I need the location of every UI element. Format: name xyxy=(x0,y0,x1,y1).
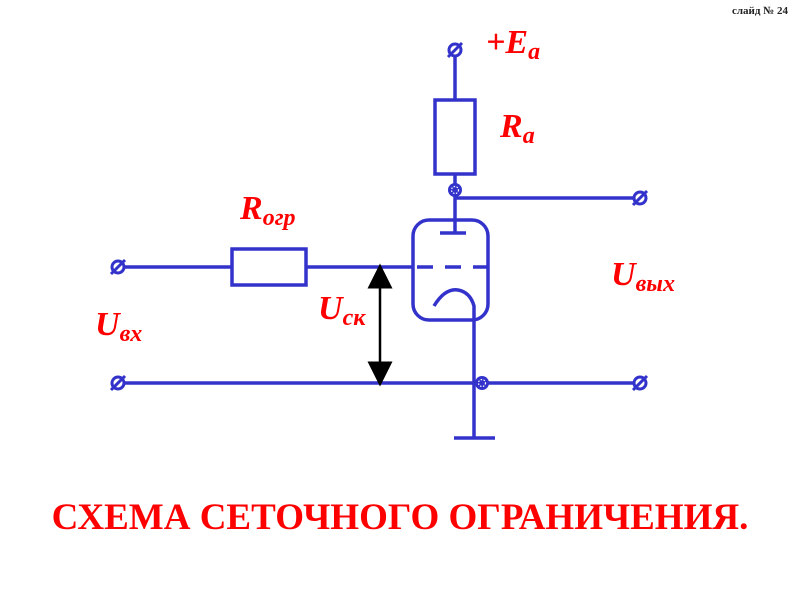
resistor-rogr xyxy=(230,247,308,287)
terminal-input-bottom xyxy=(109,374,127,392)
label-usk: Uск xyxy=(318,290,366,331)
slide-number: слайд № 24 xyxy=(731,5,788,17)
label-ea: +Ea xyxy=(486,24,541,65)
junction-anode xyxy=(448,183,462,197)
resistor-ra xyxy=(433,98,477,176)
label-uvyx: Uвых xyxy=(611,256,675,297)
tube-envelope xyxy=(411,218,490,322)
tube-cathode xyxy=(432,288,476,438)
slide-title: СХЕМА СЕТОЧНОГО ОГРАНИЧЕНИЯ. xyxy=(51,497,749,538)
label-uvx: Uвх xyxy=(95,306,143,347)
terminal-output-top xyxy=(631,189,649,207)
terminal-supply xyxy=(446,41,464,59)
label-rogr: Rогр xyxy=(240,190,296,231)
label-ra: Ra xyxy=(500,108,535,149)
junction-cathode xyxy=(475,376,489,390)
terminal-input-top xyxy=(109,258,127,276)
terminal-output-bottom xyxy=(631,374,649,392)
